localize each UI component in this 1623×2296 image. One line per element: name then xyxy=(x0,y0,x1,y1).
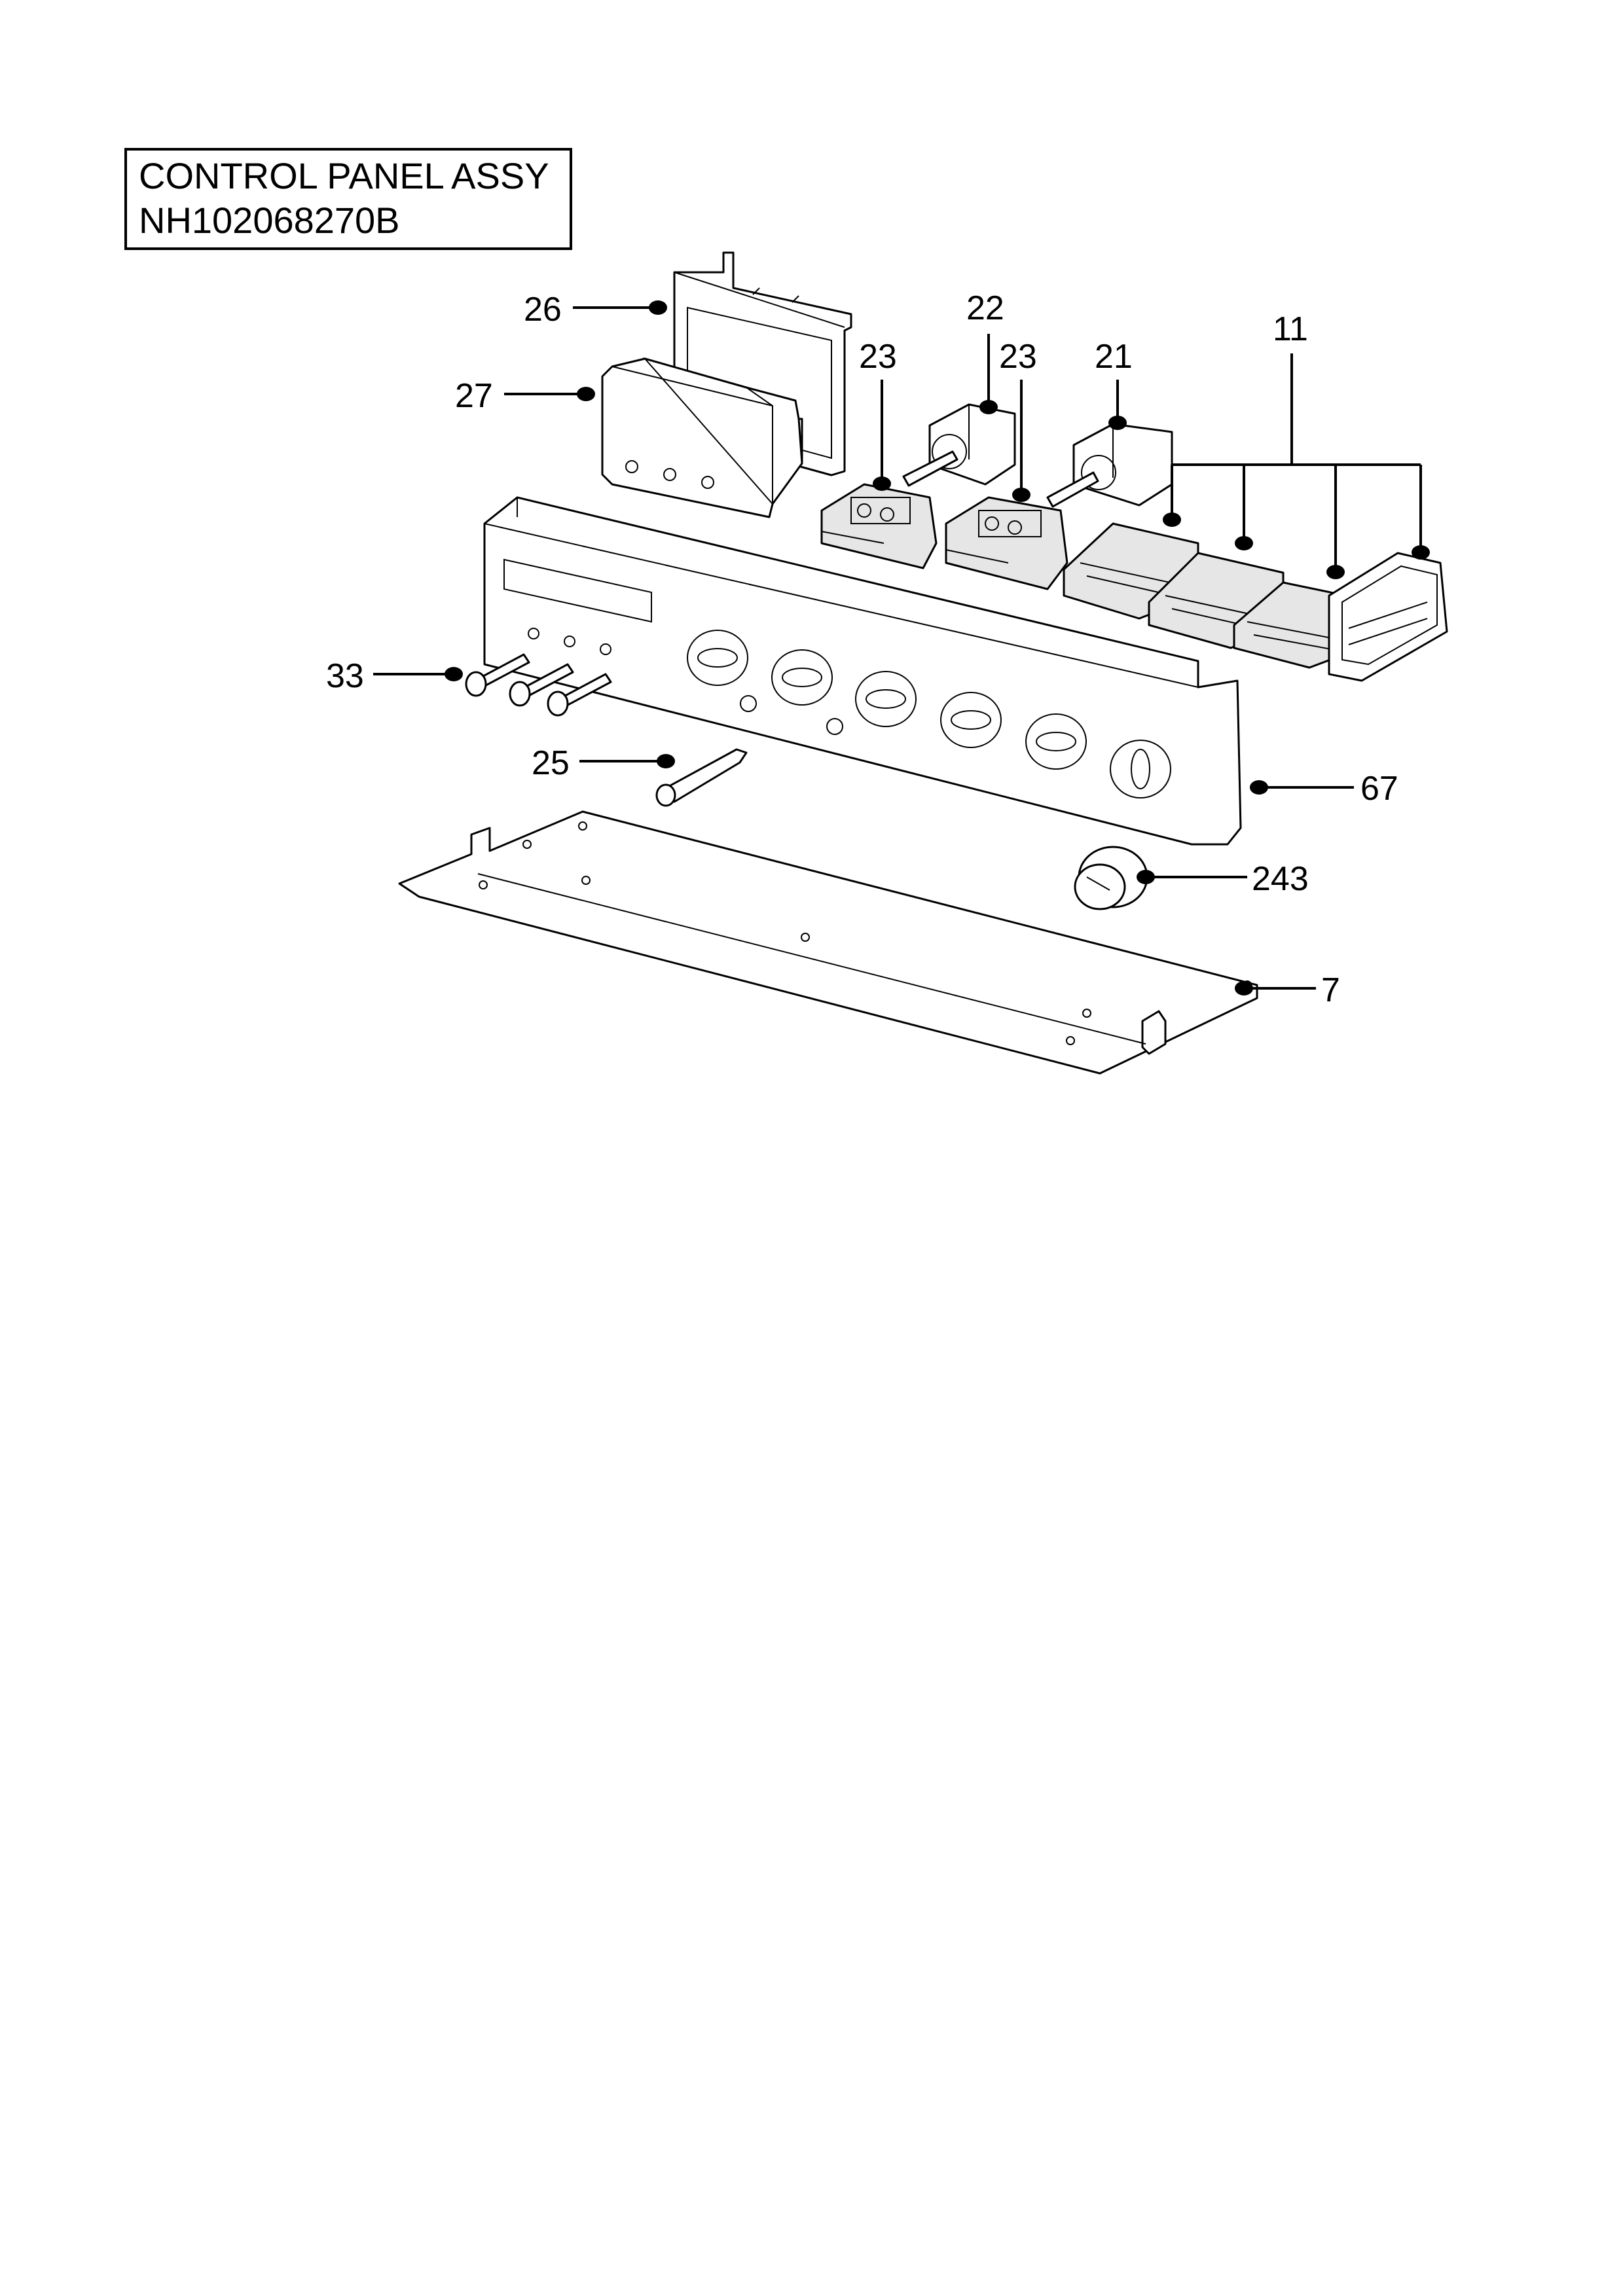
title-box: CONTROL PANEL ASSY NH102068270B xyxy=(124,148,572,250)
part-67-control-panel xyxy=(483,496,1242,846)
callout-21: 21 xyxy=(1095,338,1133,376)
part-23b-rotary-switch xyxy=(945,496,1068,590)
callout-25: 25 xyxy=(532,744,570,782)
callout-22: 22 xyxy=(966,289,1004,327)
part-25-spigot xyxy=(655,748,748,807)
callout-23-left: 23 xyxy=(859,338,897,376)
callout-33: 33 xyxy=(326,657,364,695)
callout-26: 26 xyxy=(524,291,562,329)
part-23a-rotary-switch xyxy=(820,483,938,569)
title-line-1: CONTROL PANEL ASSY xyxy=(139,155,549,196)
callout-243: 243 xyxy=(1252,860,1309,898)
part-27-timer-box xyxy=(601,357,803,518)
part-22-switch xyxy=(902,403,1016,487)
callout-23-right: 23 xyxy=(999,338,1037,376)
part-11-switch-4 xyxy=(1328,552,1448,682)
part-243-knob xyxy=(1074,846,1148,910)
callout-27: 27 xyxy=(455,377,493,415)
part-7-base-plate xyxy=(398,810,1258,1075)
part-33-pushbuttons xyxy=(465,653,612,717)
callout-7: 7 xyxy=(1321,971,1340,1009)
part-21-switch xyxy=(1046,423,1173,508)
callout-labels: 26 27 22 23 23 21 11 33 25 67 243 7 xyxy=(326,289,1398,1009)
title-line-2: NH102068270B xyxy=(139,200,400,241)
leader-lines xyxy=(373,300,1430,996)
callout-67: 67 xyxy=(1360,770,1398,808)
callout-11: 11 xyxy=(1273,310,1308,348)
